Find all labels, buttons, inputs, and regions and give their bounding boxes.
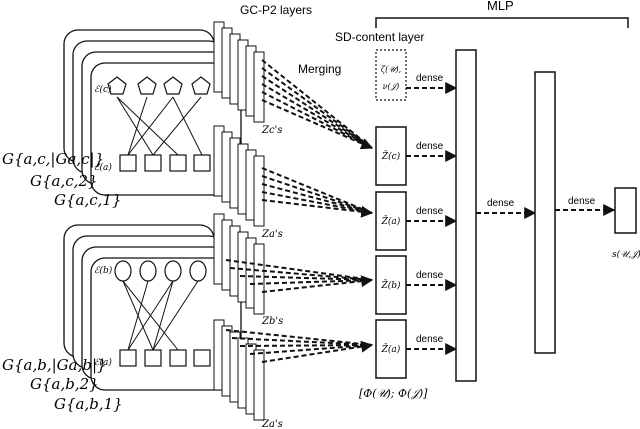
square-node (119, 349, 137, 367)
pentagon-node (137, 76, 157, 95)
graph-stack-top: ℰ(c) ℰ(a) (63, 29, 242, 196)
dense-label-5: dense (416, 334, 444, 345)
gc-layers-stack-4 (213, 319, 265, 421)
graph-label-bottom-2: G{a,b,2} (30, 375, 99, 393)
pentagon-node (107, 76, 127, 95)
graph-label-bottom-3: G{a,b,1} (54, 395, 123, 413)
sd-box-a2-label: Z̄(a) (381, 343, 401, 355)
context-box (375, 49, 407, 101)
dense-arrows-1 (406, 82, 458, 355)
square-node (169, 154, 187, 172)
mlp-header: MLP (487, 0, 514, 13)
gc-layers-header: GC-P2 layers (240, 3, 312, 17)
entity-set-a-label: ℰ(a) (94, 357, 112, 368)
mlp-layer-2 (534, 71, 556, 354)
z-label-3: Zb's (261, 316, 283, 327)
square-node (119, 154, 137, 172)
mlp-brace (375, 17, 629, 28)
sd-content-header: SD-content layer (335, 30, 424, 44)
entity-set-a-label: ℰ(a) (94, 162, 112, 173)
pentagon-node (191, 76, 211, 95)
merging-label: Merging (298, 62, 341, 76)
z-label-2: Za's (261, 229, 283, 240)
dense-label-3: dense (416, 206, 444, 217)
zeta-label: ζ(𝒰), (381, 65, 401, 74)
ellipse-node (189, 260, 207, 282)
dense-label-7: dense (568, 196, 596, 207)
merging-lines (225, 59, 374, 363)
pentagon-node (163, 76, 183, 95)
square-node (169, 349, 187, 367)
graph-label-bottom-1: G{a,b,|Ga,b|} (2, 356, 107, 374)
sd-box-b (375, 255, 407, 315)
gc-layers-stack-1 (213, 21, 265, 123)
gc-layers-stack-2 (213, 125, 265, 227)
output-label: s(𝒰,𝒥) (612, 249, 640, 260)
graph-stack-bottom: ℰ(b) ℰ(a) (63, 224, 242, 391)
dense-label-2: dense (416, 141, 444, 152)
sd-box-c-label: Z̄(c) (381, 150, 401, 162)
entity-set-c-label: ℰ(c) (94, 84, 112, 95)
sd-box-b-label: Z̄(b) (380, 279, 401, 291)
ellipse-node (139, 260, 157, 282)
sd-box-a-label: Z̄(a) (381, 215, 401, 227)
square-node (193, 349, 211, 367)
mlp-layer-1 (455, 49, 477, 382)
z-label-1: Zc's (261, 125, 282, 136)
entity-set-b-label: ℰ(b) (94, 265, 113, 276)
square-node (144, 154, 162, 172)
graph-label-top-1: G{a,c,|Ga,c|} (2, 150, 104, 168)
ellipse-node (114, 260, 132, 282)
z-label-4: Za's (261, 419, 283, 429)
bracket-label: [Φ(𝒰); Φ(𝒥)] (359, 387, 428, 400)
graph-label-top-3: G{a,c,1} (54, 191, 122, 209)
dense-label-4: dense (416, 270, 444, 281)
sd-box-c (375, 126, 407, 186)
square-node (193, 154, 211, 172)
nu-label: ν(𝒥) (383, 82, 400, 91)
graph-label-top-2: G{a,c,2} (30, 172, 98, 190)
square-node (144, 349, 162, 367)
dense-label-6: dense (487, 198, 515, 209)
sd-box-a (375, 191, 407, 251)
ellipse-node (164, 260, 182, 282)
output-box (614, 187, 637, 234)
dense-label-1: dense (416, 73, 444, 84)
